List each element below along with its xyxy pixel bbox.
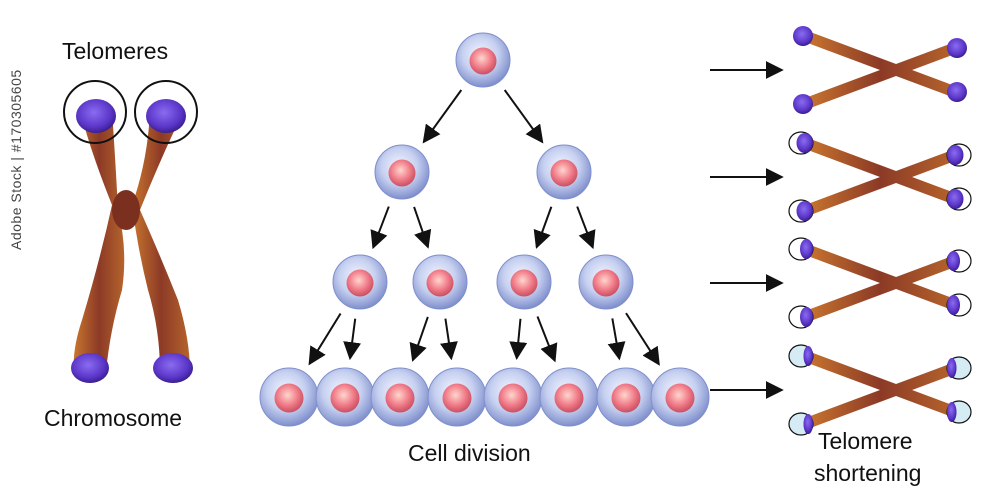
division-arrow (536, 316, 558, 363)
chromatid (805, 42, 955, 110)
division-arrow (370, 206, 390, 250)
cell (374, 144, 430, 200)
cell-nucleus (330, 383, 360, 413)
cell (539, 367, 599, 427)
shortened-chromosome (788, 237, 972, 329)
telomere-cap (947, 189, 964, 209)
telomere-top-left (76, 99, 116, 133)
telomere-cap (796, 201, 813, 221)
cell-nucleus (442, 383, 472, 413)
cell-nucleus (274, 383, 304, 413)
telomere-cap (947, 145, 964, 165)
chromatid (805, 350, 955, 418)
cell (370, 367, 430, 427)
cell (315, 367, 375, 427)
telomere-top-right (146, 99, 186, 133)
cell (455, 32, 511, 88)
division-arrow (509, 318, 528, 360)
division-arrow (625, 312, 660, 366)
cell (578, 254, 634, 310)
division-arrow (607, 318, 626, 361)
chromatid (805, 149, 955, 217)
cell-nucleus (498, 383, 528, 413)
cell (259, 367, 319, 427)
telomere-cap (803, 346, 813, 366)
telomere-shortening-label-line2: shortening (814, 460, 922, 486)
cell (496, 254, 552, 310)
telomere-shortening-label-line1: Telomere (818, 428, 913, 454)
cell-division-label: Cell division (408, 440, 531, 466)
telomere-cap (947, 251, 960, 271)
cell (596, 367, 656, 427)
telomere-cap (947, 295, 960, 315)
shortened-chromosome (793, 26, 967, 114)
chromatid (805, 30, 955, 98)
cell-nucleus (550, 159, 578, 187)
telomere-cap (947, 38, 967, 58)
telomere-cap (947, 358, 957, 378)
cell-nucleus (388, 159, 416, 187)
cell (536, 144, 592, 200)
division-arrow (440, 318, 458, 361)
cell-nucleus (554, 383, 584, 413)
chromosome-figure (63, 80, 198, 383)
chromatid (805, 243, 955, 311)
cell-nucleus (665, 383, 695, 413)
centromere (112, 190, 140, 230)
shortened-chromosome (788, 344, 972, 436)
telomere-cap (793, 26, 813, 46)
cell-nucleus (346, 269, 374, 297)
cell-nucleus (592, 269, 620, 297)
telomere-circle-left (63, 80, 127, 144)
division-arrow (422, 89, 463, 144)
cell (332, 254, 388, 310)
division-arrow (533, 206, 553, 249)
cell-nucleus (611, 383, 641, 413)
telomere-cap (947, 402, 957, 422)
chromatid (805, 137, 955, 205)
cell-division-tree (259, 32, 710, 427)
telomeres-label: Telomeres (62, 38, 169, 64)
cell (427, 367, 487, 427)
telomere-shortening-stages (710, 26, 972, 436)
telomere-circle-right (134, 80, 198, 144)
chromatid (805, 362, 955, 430)
division-arrow (576, 206, 596, 250)
division-arrow (503, 89, 544, 144)
cell-nucleus (426, 269, 454, 297)
stock-watermark-text: Adobe Stock | #170305605 (8, 69, 24, 250)
cell-nucleus (385, 383, 415, 413)
telomere-bottom-right (153, 353, 193, 383)
division-arrow (308, 312, 342, 366)
telomere-cap (796, 133, 813, 153)
telomere-cap (803, 414, 813, 434)
telomere-bottom-left (71, 353, 109, 383)
chromatid-left (73, 110, 125, 372)
cell (650, 367, 710, 427)
telomere-cap (947, 82, 967, 102)
chromatid (805, 255, 955, 323)
division-arrow (343, 318, 362, 361)
cell (483, 367, 543, 427)
cell-nucleus (469, 47, 497, 75)
telomere-cap (800, 307, 813, 327)
division-arrow (409, 316, 429, 362)
cell (412, 254, 468, 310)
chromosome-label: Chromosome (44, 405, 183, 431)
shortened-chromosome (788, 131, 972, 223)
telomere-cap (793, 94, 813, 114)
division-arrow (413, 206, 432, 249)
cell-nucleus (510, 269, 538, 297)
telomere-cap (800, 239, 813, 259)
chromatid-right (132, 110, 190, 372)
